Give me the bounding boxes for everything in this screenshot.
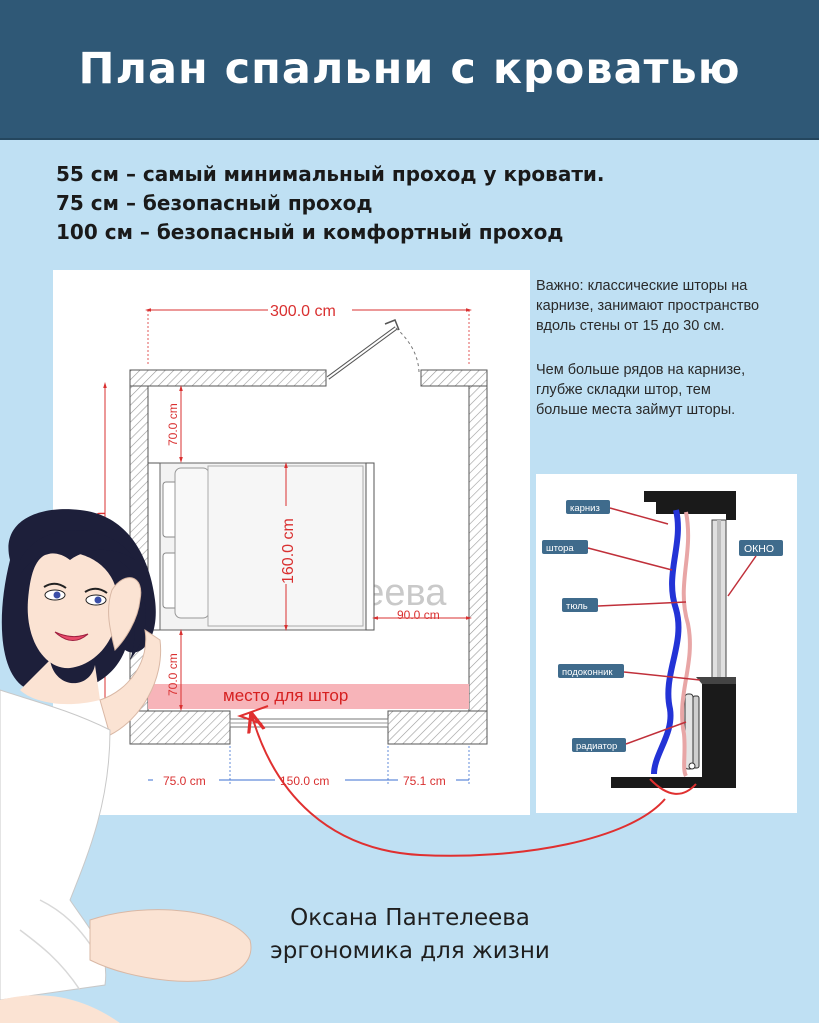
curtain-zone: [148, 684, 469, 709]
dim-side-clearance: 90.0 cm: [397, 608, 440, 622]
dim-bottom-right: 75.1 cm: [403, 774, 446, 788]
author-tagline: эргономика для жизни: [270, 938, 550, 964]
dim-bottom-left: 75.0 cm: [163, 774, 206, 788]
dimension-lines: 300.0 cm m 70.0 cm 160.0 cm 90.0 cm 70.0…: [92, 300, 472, 788]
tulle-shape: [680, 511, 692, 777]
note-curtain-space: Важно: классические шторы на карнизе, за…: [536, 278, 760, 334]
clearance-rules: 55 см – самый минимальный проход у крова…: [56, 160, 605, 247]
curtain-shape: [651, 509, 682, 775]
label-tulle: тюль: [562, 598, 687, 612]
label-window: ОКНО: [727, 540, 783, 597]
page-header: План спальни с кроватью: [0, 0, 819, 140]
floor-plan: ана Пантелеева место для штор: [92, 300, 488, 788]
rule-comfort: 100 см – безопасный и комфортный проход: [56, 220, 564, 244]
author-block: Оксана Пантелеева эргономика для жизни: [240, 902, 580, 968]
radiator-shape: [684, 693, 700, 770]
note-rows: Чем больше рядов на карнизе, глубже скла…: [536, 362, 746, 418]
label-rod: карниз: [566, 500, 669, 525]
door: [326, 319, 420, 380]
rule-safe: 75 см – безопасный проход: [56, 191, 373, 215]
label-sill: подоконник: [558, 664, 701, 681]
svg-text:подоконник: подоконник: [562, 667, 613, 678]
dim-bed-width: 160.0 cm: [280, 518, 297, 584]
window-section: карниз штора тюль подоконник радиатор ОК…: [542, 491, 783, 795]
curtain-zone-label: место для штор: [223, 686, 348, 705]
floor-plan-panel: ана Пантелеева место для штор: [53, 270, 530, 815]
svg-text:штора: штора: [546, 543, 574, 554]
rule-min: 55 см – самый минимальный проход у крова…: [56, 162, 605, 186]
label-curtain: штора: [542, 540, 673, 571]
window-section-panel: карниз штора тюль подоконник радиатор ОК…: [536, 474, 797, 813]
svg-text:тюль: тюль: [566, 601, 588, 612]
svg-text:ОКНО: ОКНО: [744, 543, 774, 555]
svg-text:радиатор: радиатор: [576, 741, 617, 752]
dim-top-label: 300.0 cm: [270, 303, 336, 320]
woman-illustration: [0, 509, 252, 1023]
author-name: Оксана Пантелеева: [290, 905, 530, 931]
dim-window: 150.0 cm: [280, 774, 329, 788]
dim-bottom-clearance: 70.0 cm: [166, 653, 180, 696]
page-title: План спальни с кроватью: [78, 44, 741, 94]
svg-text:карниз: карниз: [570, 503, 600, 514]
connector-arrow: [252, 716, 666, 857]
label-radiator: радиатор: [572, 721, 687, 752]
dim-top-clearance: 70.0 cm: [166, 403, 180, 446]
